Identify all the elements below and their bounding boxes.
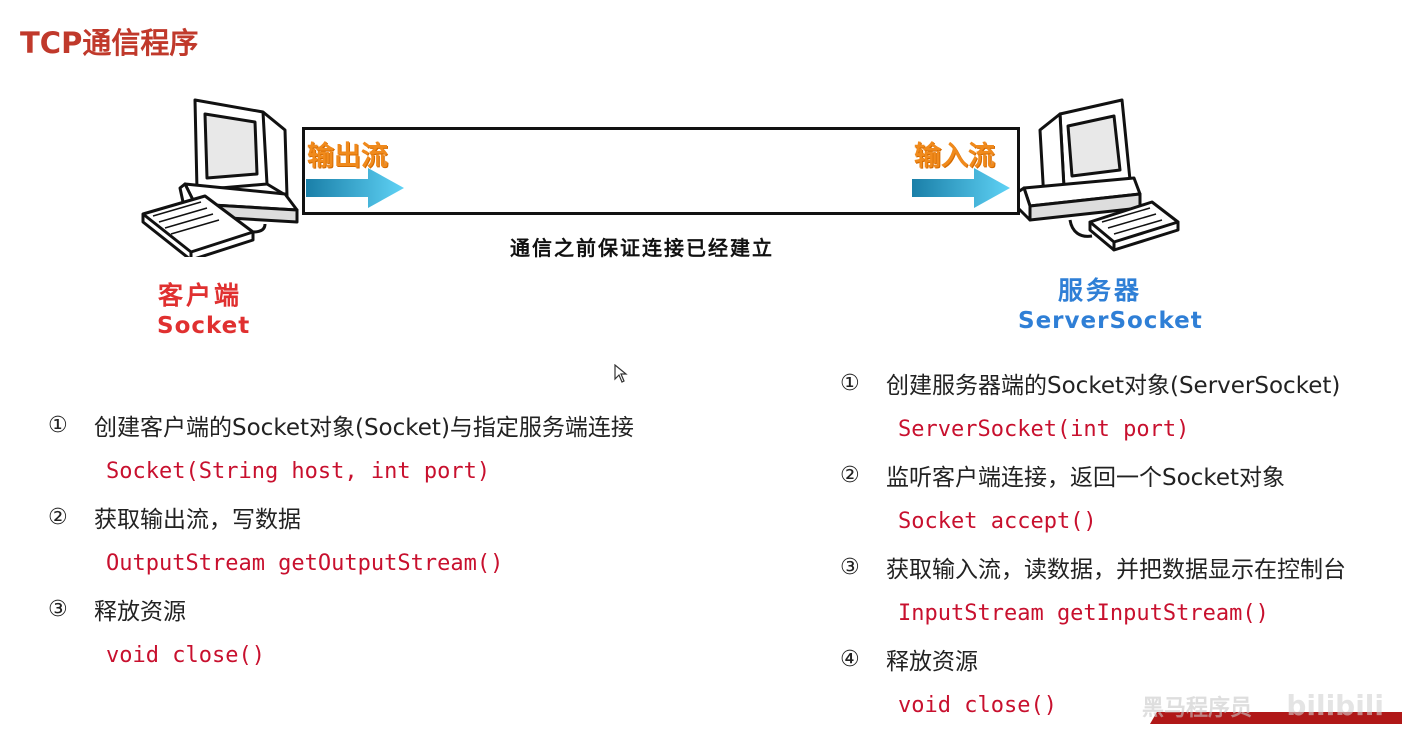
step-text: 获取输出流，写数据 bbox=[94, 507, 301, 533]
client-label-cn: 客户端 bbox=[158, 281, 243, 310]
output-stream-label: 输出流 bbox=[307, 141, 388, 172]
step-number: ③ bbox=[48, 596, 68, 622]
server-step-4: ④ 释放资源 bbox=[840, 642, 1346, 676]
server-step-4-code: void close() bbox=[898, 692, 1057, 718]
step-text: 监听客户端连接，返回一个Socket对象 bbox=[886, 465, 1285, 491]
step-text: 获取输入流，读数据，并把数据显示在控制台 bbox=[886, 557, 1346, 583]
step-text: 释放资源 bbox=[886, 649, 978, 675]
connection-note: 通信之前保证连接已经建立 bbox=[510, 236, 774, 260]
input-arrow-icon bbox=[912, 168, 1010, 208]
client-computer-icon bbox=[141, 98, 299, 257]
step-number: ② bbox=[48, 504, 68, 530]
client-step-1-code: Socket(String host, int port) bbox=[106, 458, 491, 484]
server-label-en: ServerSocket bbox=[1018, 308, 1203, 334]
watermark-text: 黑马程序员 bbox=[1141, 696, 1252, 721]
server-step-3-code: InputStream getInputStream() bbox=[898, 600, 1269, 626]
server-step-1: ① 创建服务器端的Socket对象(ServerSocket) bbox=[840, 366, 1346, 400]
step-text: 释放资源 bbox=[94, 599, 186, 625]
step-text: 创建客户端的Socket对象(Socket)与指定服务端连接 bbox=[94, 415, 634, 441]
client-steps: ① 创建客户端的Socket对象(Socket)与指定服务端连接 Socket(… bbox=[48, 408, 634, 684]
client-step-3-code: void close() bbox=[106, 642, 265, 668]
server-step-1-code: ServerSocket(int port) bbox=[898, 416, 1190, 442]
server-label-cn: 服务器 bbox=[1058, 276, 1143, 305]
server-step-2: ② 监听客户端连接，返回一个Socket对象 bbox=[840, 458, 1346, 492]
step-number: ② bbox=[840, 462, 860, 488]
server-steps: ① 创建服务器端的Socket对象(ServerSocket) ServerSo… bbox=[840, 366, 1346, 734]
server-computer-icon bbox=[1016, 98, 1180, 252]
client-label-en: Socket bbox=[157, 313, 251, 339]
step-number: ① bbox=[840, 370, 860, 396]
step-number: ③ bbox=[840, 554, 860, 580]
step-number: ④ bbox=[840, 646, 860, 672]
client-step-3: ③ 释放资源 bbox=[48, 592, 634, 626]
step-number: ① bbox=[48, 412, 68, 438]
input-stream-label: 输入流 bbox=[914, 141, 995, 172]
step-text: 创建服务器端的Socket对象(ServerSocket) bbox=[886, 373, 1341, 399]
client-step-2: ② 获取输出流，写数据 bbox=[48, 500, 634, 534]
mouse-cursor-icon bbox=[614, 364, 628, 383]
server-step-3: ③ 获取输入流，读数据，并把数据显示在控制台 bbox=[840, 550, 1346, 584]
client-step-2-code: OutputStream getOutputStream() bbox=[106, 550, 504, 576]
page-title: TCP通信程序 bbox=[20, 26, 199, 60]
client-step-1: ① 创建客户端的Socket对象(Socket)与指定服务端连接 bbox=[48, 408, 634, 442]
communication-channel bbox=[302, 127, 1020, 215]
output-arrow-icon bbox=[306, 168, 404, 208]
bilibili-logo-icon: bilibili bbox=[1286, 689, 1384, 722]
server-step-2-code: Socket accept() bbox=[898, 508, 1097, 534]
